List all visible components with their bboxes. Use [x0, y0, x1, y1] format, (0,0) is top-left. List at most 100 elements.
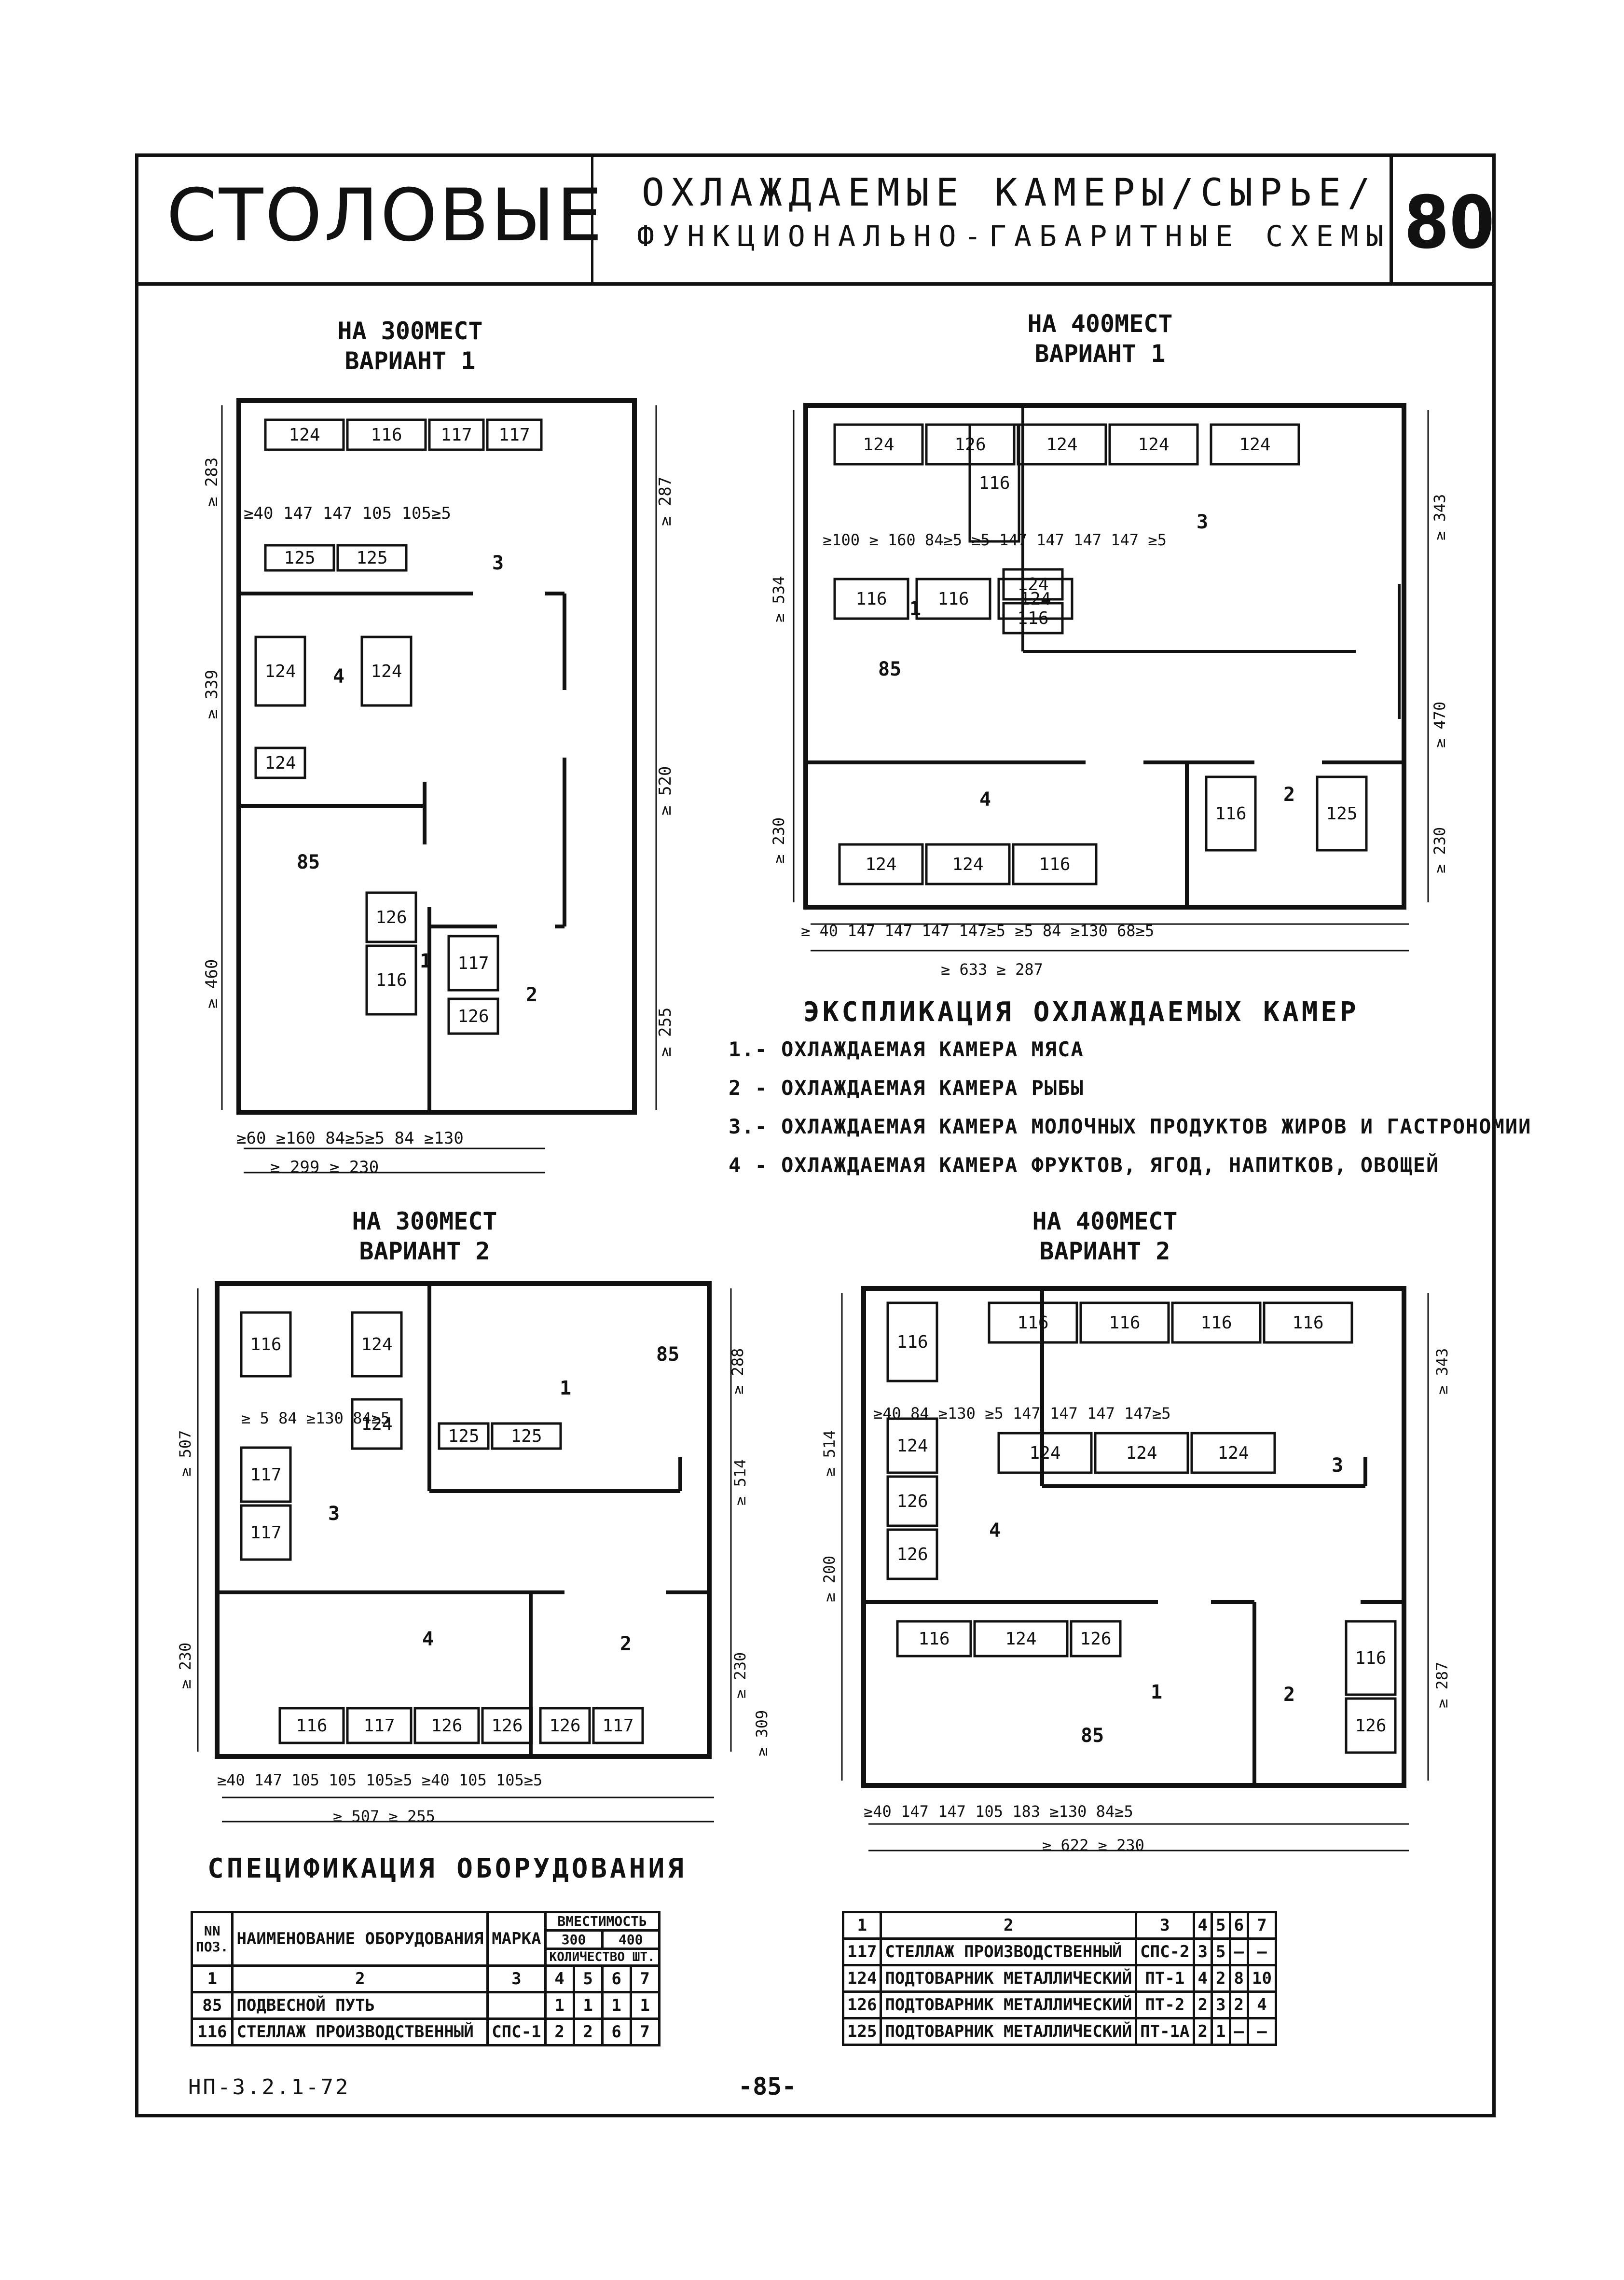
room-number: 2	[526, 984, 537, 1006]
room-number: 4	[979, 788, 991, 811]
equipment-label: 116	[1292, 1313, 1323, 1333]
table-cell: 3	[1135, 1911, 1195, 1940]
room-number: 2	[1283, 1684, 1295, 1706]
equipment-label: 124	[1126, 1443, 1157, 1463]
equipment-box	[1002, 568, 1064, 601]
table-cell: 1	[572, 1991, 604, 2020]
table-cell: СТЕЛЛАЖ ПРОИЗВОДСТВЕННЫЙ	[231, 2017, 489, 2046]
equipment-box	[1316, 775, 1368, 852]
header-separator-1	[591, 153, 593, 284]
equipment-box	[1094, 1432, 1189, 1474]
equipment-box	[254, 636, 306, 707]
equipment-box	[365, 944, 417, 1016]
equipment-box	[1190, 1432, 1276, 1474]
equipment-box	[1205, 775, 1257, 852]
equipment-box	[896, 1620, 972, 1658]
equipment-box	[428, 418, 485, 451]
table-cell: 124	[841, 1964, 882, 1993]
sheet-frame	[135, 153, 1496, 2117]
left-dim: ≥ 507	[176, 1430, 194, 1477]
explication-item: 2 - ОХЛАЖДАЕМАЯ КАМЕРА РЫБЫ	[729, 1076, 1084, 1100]
table-cell: 4	[1192, 1911, 1213, 1940]
equipment-box	[1012, 843, 1098, 885]
explication-item: 3.- ОХЛАЖДАЕМАЯ КАМЕРА МОЛОЧНЫХ ПРОДУКТО…	[729, 1115, 1532, 1138]
equipment-box	[988, 1301, 1078, 1344]
equipment-label: 116	[1017, 1313, 1048, 1333]
equipment-label: 116	[918, 1629, 950, 1649]
table-cell: 7	[629, 2017, 661, 2046]
equipment-box	[1171, 1301, 1262, 1344]
equipment-label: 125	[1326, 804, 1357, 824]
table-cell: 8	[1228, 1964, 1250, 1993]
table-cell: 116	[190, 2017, 234, 2046]
equipment-box	[1345, 1697, 1397, 1754]
equipment-label: 117	[498, 425, 530, 445]
equipment-label: 117	[457, 953, 489, 973]
equipment-box	[997, 578, 1073, 620]
equipment-label: 124	[1019, 589, 1051, 609]
equipment-label: 116	[371, 425, 402, 445]
equipment-box	[1017, 423, 1107, 466]
inner-dims: ≥40 84 ≥130 ≥5 147 147 147 147≥5	[873, 1404, 1171, 1423]
table-cell: 5	[572, 1964, 604, 1993]
equipment-label: 124	[865, 855, 896, 874]
right-dim: ≥ 255	[656, 1008, 675, 1057]
room-number: 1	[560, 1377, 571, 1399]
table-cell: 2	[880, 1911, 1138, 1940]
equipment-label: 116	[1039, 855, 1070, 874]
room-number: 4	[333, 665, 344, 688]
equipment-box	[438, 1422, 490, 1450]
specification-title: СПЕЦИФИКАЦИЯ ОБОРУДОВАНИЯ	[207, 1853, 687, 1884]
equipment-label: 116	[896, 1332, 928, 1352]
equipment-box	[346, 1707, 413, 1744]
equipment-label: 117	[250, 1523, 281, 1543]
table-cell: –	[1246, 2017, 1277, 2046]
equipment-label: 116	[1109, 1313, 1140, 1333]
table-cell: ПОДВЕСНОЙ ПУТЬ	[231, 1991, 489, 2020]
equipment-label: 124	[361, 1414, 392, 1434]
table-cell: –	[1228, 2017, 1250, 2046]
table-cell: 6	[1228, 1911, 1250, 1940]
equipment-label: 125	[284, 548, 315, 568]
caption-line-2: ВАРИАНТ 1	[1034, 340, 1166, 368]
bottom-dims-1: ≥ 40 147 147 147 147≥5 ≥5 84 ≥130 68≥5	[801, 922, 1154, 940]
equipment-box	[925, 843, 1011, 885]
page-number: -85-	[738, 2073, 797, 2100]
document-code: НП-3.2.1-72	[188, 2075, 350, 2100]
equipment-box	[481, 1707, 533, 1744]
equipment-label: 116	[375, 970, 407, 990]
table-cell: 2	[1228, 1990, 1250, 2019]
caption-line-1: НА 300МЕСТ	[337, 317, 483, 345]
table-cell: ПОДТОВАРНИК МЕТАЛЛИЧЕСКИЙ	[880, 1990, 1138, 2019]
table-cell: 1	[1210, 2017, 1231, 2046]
equipment-box	[539, 1707, 591, 1744]
equipment-box	[491, 1422, 562, 1450]
equipment-label: 126	[549, 1716, 580, 1736]
left-dim: ≥ 339	[202, 670, 221, 719]
equipment-box	[886, 1475, 938, 1527]
col-header-num: NN ПОЗ.	[190, 1911, 234, 1967]
table-cell: 3	[486, 1964, 547, 1993]
left-dim: ≥ 230	[770, 817, 788, 864]
inner-dims: ≥ 5 84 ≥130 84≥5	[241, 1409, 390, 1427]
equipment-label: 124	[896, 1436, 928, 1456]
equipment-label: 124	[1046, 435, 1077, 455]
sheet-title: СТОЛОВЫЕ	[166, 174, 605, 258]
left-dim: ≥ 200	[820, 1556, 839, 1602]
equipment-label: 125	[510, 1426, 542, 1446]
left-dim: ≥ 460	[202, 959, 221, 1009]
equipment-label: 124	[1005, 1629, 1036, 1649]
right-dim: ≥ 230	[731, 1652, 749, 1699]
equipment-box	[413, 1707, 480, 1744]
table-cell: 2	[572, 2017, 604, 2046]
equipment-box	[1070, 1620, 1122, 1658]
bottom-dims-2: ≥ 299 ≥ 230	[270, 1158, 379, 1177]
equipment-label: 116	[250, 1335, 281, 1354]
